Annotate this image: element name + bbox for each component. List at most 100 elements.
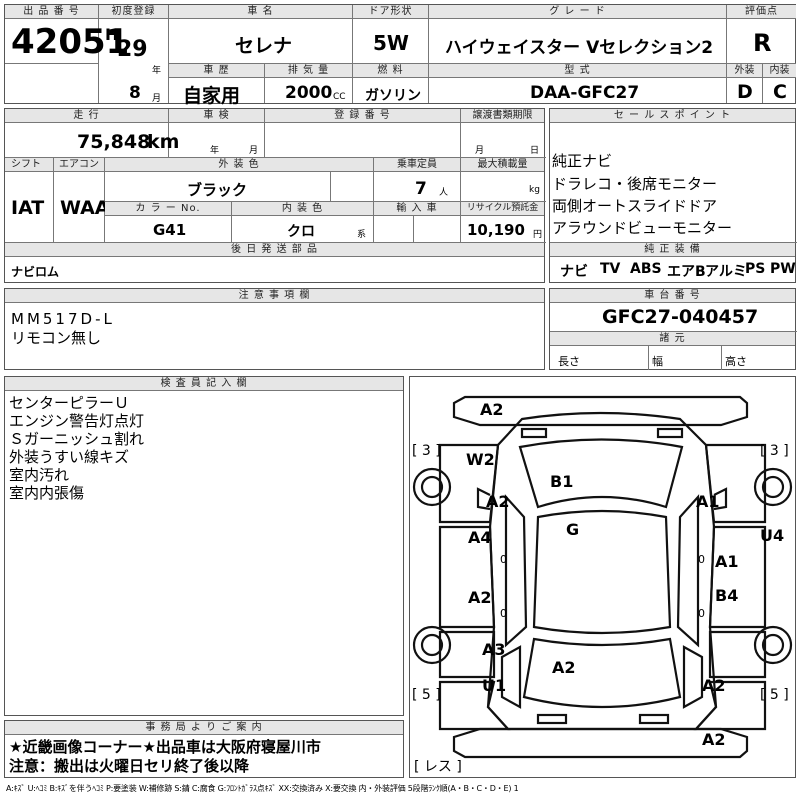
office-notice-panel: 事 務 局 よ り ご 案 内 ★近畿画像コーナー★出品車は大阪府寝屋川市 注意… (4, 720, 404, 778)
damage-label-13: A2 (552, 658, 576, 677)
inspection-header: 車 検 (169, 109, 264, 123)
sales-point-2: ドラレコ・後席モニター (552, 175, 718, 193)
history-header: 車 歴 (169, 64, 264, 78)
legend: A:ｷｽﾞ U:ﾍｺﾐ B:ｷｽﾞを伴うﾍｺﾐ P:要塗装 W:補修跡 S:錆 … (6, 784, 519, 793)
sales-point-1: 純正ナビ (552, 152, 613, 170)
damage-label-12: A3 (482, 640, 506, 659)
office-line-2: 注意：搬出は火曜日セリ終了後以降 (9, 757, 250, 775)
car-name-header: 車 名 (169, 5, 352, 19)
inspector-line-6: 室内内張傷 (9, 484, 85, 502)
bracket-left-bottom: [ 5 ] (412, 687, 441, 703)
damage-diagram-panel: A2 W2 B1 A2 A1 U4 G A4 A1 A2 B4 A3 A2 U1… (409, 376, 796, 778)
document-deadline-header: 譲渡書類期限 (461, 109, 544, 123)
inspection-year-unit: 年 (210, 146, 220, 156)
handle-mark-1: 0 (500, 553, 507, 566)
note-line-2: リモコン無し (11, 329, 102, 347)
bracket-rear: [ レス ] (414, 759, 462, 775)
damage-label-1: A2 (480, 400, 504, 419)
office-line-1: ★近畿画像コーナー★出品車は大阪府寝屋川市 (9, 738, 321, 756)
damage-label-8: A4 (468, 528, 492, 547)
interior-color-header: 内 装 色 (232, 202, 373, 216)
air-conditioner: WAA (60, 197, 110, 219)
equipment-item-4: エアB (667, 264, 706, 280)
damage-label-6: U4 (760, 526, 784, 545)
sales-point-4: アラウンドビューモニター (552, 219, 733, 237)
car-name: セレナ (235, 35, 293, 57)
ac-header: エアコン (54, 158, 104, 172)
inspection-month-unit: 月 (249, 146, 259, 156)
interior-color-unit: 系 (357, 230, 367, 240)
capacity-header: 乗車定員 (374, 158, 460, 172)
inspector-line-2: エンジン警告灯点灯 (9, 412, 145, 430)
mileage-header: 走 行 (5, 109, 168, 123)
model-code: DAA-GFC27 (530, 83, 640, 103)
handle-mark-3: 0 (500, 607, 507, 620)
max-load-unit: kg (529, 185, 540, 195)
registration-number-header: 登 録 番 号 (265, 109, 460, 123)
lot-number: 42051 (11, 22, 130, 62)
capacity: 7 (415, 179, 427, 199)
car-history: 自家用 (183, 85, 241, 107)
exterior-color-header: 外 装 色 (105, 158, 373, 172)
top-info-panel: 出 品 番 号 42051 初度登録 H 29 年 8 月 車 名 セレナ ドア… (4, 4, 796, 107)
chassis-number: GFC27-040457 (602, 306, 759, 328)
damage-label-2: W2 (466, 450, 495, 469)
damage-label-3: B1 (550, 472, 573, 491)
damage-label-5: A1 (696, 492, 720, 511)
damage-label-15: A2 (702, 676, 726, 695)
vehicle-details-panel: 走 行 車 検 登 録 番 号 譲渡書類期限 75,848 km 年 月 月 日… (4, 108, 546, 283)
damage-label-11: B4 (715, 586, 738, 605)
specs-header: 諸 元 (550, 332, 795, 346)
displacement: 2000 (285, 83, 333, 103)
chassis-panel: 車 台 番 号 GFC27-040457 諸 元 長さ 幅 高さ (549, 288, 797, 370)
exterior-score: D (737, 81, 753, 103)
max-load-header: 最大積載量 (461, 158, 544, 172)
width-label: 幅 (652, 355, 663, 368)
displacement-header: 排 気 量 (265, 64, 352, 78)
registration-year: 29 (117, 37, 148, 62)
shift-header: シフト (5, 158, 53, 172)
interior-score: C (773, 81, 787, 103)
inspector-notes-panel: 検 査 員 記 入 欄 センターピラーＵ エンジン警告灯点灯 Ｓガーニッシュ割れ… (4, 376, 404, 716)
sales-point-3: 両側オートスライドドア (552, 197, 718, 215)
year-unit: 年 (152, 66, 162, 76)
note-line-1: MM517D-L (11, 310, 115, 328)
grade: ハイウェイスター Vセレクション2 (445, 38, 714, 58)
car-diagram: A2 W2 B1 A2 A1 U4 G A4 A1 A2 B4 A3 A2 U1… (412, 395, 793, 775)
registration-month: 8 (129, 83, 141, 103)
equipment-item-5: アルミ (705, 264, 747, 280)
score-header: 評価点 (727, 5, 796, 19)
handle-mark-4: 0 (698, 607, 705, 620)
door-type-header: ドア形状 (353, 5, 428, 19)
grade-header: グ レ ー ド (429, 5, 726, 19)
equipment-header: 純 正 装 備 (550, 243, 795, 257)
color-number: G41 (153, 221, 187, 239)
recycle-header: リサイクル預託金 (461, 202, 544, 216)
exterior-header: 外装 (727, 64, 762, 78)
color-number-header: カ ラ ー No. (105, 202, 231, 216)
later-parts: ナビロム (11, 265, 60, 279)
equipment-item-3: ABS (630, 261, 662, 277)
later-parts-header: 後 日 発 送 部 品 (5, 243, 544, 257)
length-label: 長さ (558, 355, 580, 368)
interior-header: 内装 (763, 64, 796, 78)
door-type: 5W (373, 31, 409, 55)
sales-points-header: セ ー ル ス ポ イ ン ト (550, 109, 795, 123)
height-label: 高さ (725, 355, 747, 368)
damage-label-7: G (566, 520, 579, 539)
deadline-month-unit: 月 (475, 146, 485, 156)
displacement-unit: CC (333, 92, 346, 102)
capacity-unit: 人 (439, 188, 449, 198)
damage-label-16: A2 (702, 730, 726, 749)
bracket-left-top: [ 3 ] (412, 443, 441, 459)
era: H (105, 25, 119, 44)
fuel: ガソリン (365, 88, 421, 104)
inspector-line-4: 外装うすい線キズ (9, 448, 130, 466)
damage-label-9: A1 (715, 552, 739, 571)
equipment-item-7: PW (770, 261, 796, 277)
overall-score: R (753, 29, 772, 57)
damage-label-10: A2 (468, 588, 492, 607)
import-header: 輸 入 車 (374, 202, 460, 216)
first-registration-header: 初度登録 (99, 5, 168, 19)
shift: IAT (11, 197, 45, 219)
